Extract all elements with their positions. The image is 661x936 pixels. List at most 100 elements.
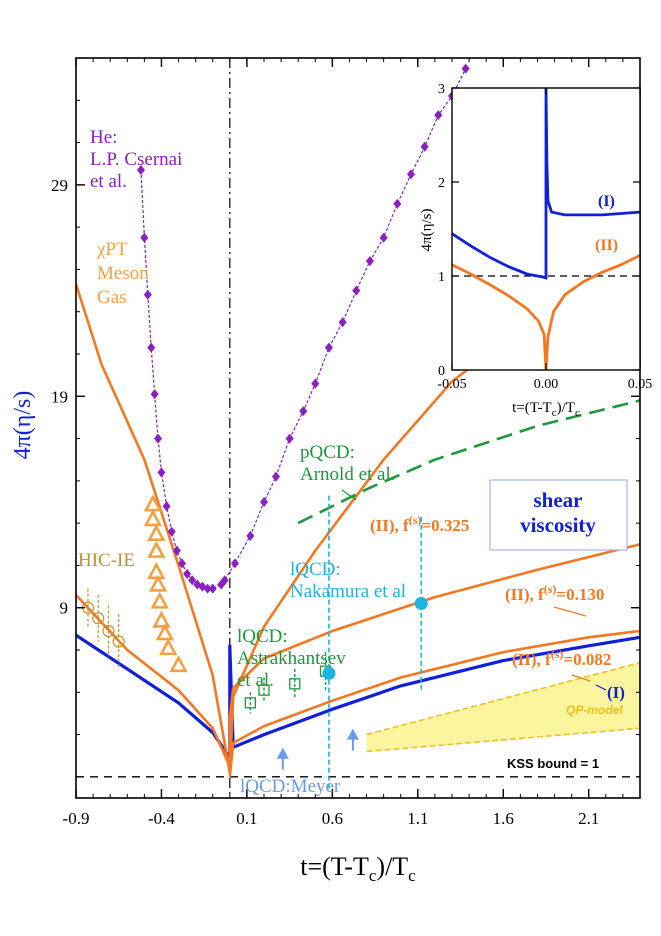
inset-x-label: t=(T-Tc)/Tc <box>512 400 580 419</box>
he-point <box>167 526 176 537</box>
chipt-point <box>150 591 169 609</box>
x-tick-label: 1.1 <box>407 809 428 828</box>
f130-pointer <box>553 606 587 617</box>
inset-y-label: 4π(η/s) <box>419 209 435 252</box>
y-tick-label: 9 <box>60 599 69 618</box>
x-tick-label: 1.6 <box>493 809 514 828</box>
inset-x-label-part: )/T <box>557 400 575 416</box>
nakamura-label: lQCD: <box>290 559 341 580</box>
he-point <box>136 165 145 176</box>
f082-label-part: (s) <box>551 647 564 661</box>
series-line-II-325 <box>76 240 640 774</box>
meyer-label: lQCD:Meyer <box>240 776 341 797</box>
inset-x-tick-label: 0.00 <box>534 377 559 392</box>
qp-model-band <box>366 662 640 752</box>
f082-label: (II), f(s)=0.082 <box>512 647 611 669</box>
he-point <box>338 317 347 328</box>
chipt-point <box>155 623 175 641</box>
qp-lower-line <box>366 727 640 753</box>
inset-plot <box>451 87 641 371</box>
shear-label: shear <box>534 488 583 512</box>
he-point <box>154 433 163 444</box>
astra-label: et al. <box>237 670 274 691</box>
f325-label-part: (II), f <box>370 516 409 535</box>
x-tick-label: 0.1 <box>236 809 257 828</box>
he-point <box>208 583 217 594</box>
f082-label-part: =0.082 <box>563 650 611 669</box>
he-point <box>143 289 152 300</box>
he-point <box>260 497 268 507</box>
inset-x-tick-label: 0.05 <box>628 377 653 392</box>
chipt-point <box>147 540 166 558</box>
f130-label-part: =0.130 <box>556 585 604 604</box>
nakamura-point <box>322 666 336 680</box>
inset-series-I <box>452 88 640 280</box>
series-I-label: (I) <box>607 683 625 702</box>
x-tick-label: -0.9 <box>63 809 90 828</box>
hic-point <box>112 635 125 648</box>
astra-label: Astrakhantsev <box>237 648 346 669</box>
astra-label: lQCD: <box>237 626 288 647</box>
he-point <box>157 467 166 478</box>
qp-label: QP-model <box>566 703 623 717</box>
he-point <box>147 342 156 353</box>
inset-y-tick-label: 2 <box>438 176 445 191</box>
he-point <box>188 575 197 586</box>
he-point <box>406 169 415 180</box>
kss-label: KSS bound = 1 <box>507 756 599 771</box>
astra-point <box>289 678 301 690</box>
series-line-II-130 <box>76 543 640 768</box>
inset-y-tick-label: 0 <box>438 364 445 379</box>
chipt-point <box>143 509 163 527</box>
y-tick-label: 19 <box>51 387 68 406</box>
f130-label-part: (s) <box>544 582 557 596</box>
x-axis-label-part: c <box>369 866 377 885</box>
f082-label-part: (II), f <box>512 650 551 669</box>
chipt-point <box>169 655 188 673</box>
qp-upper-line <box>366 661 640 736</box>
he-point <box>150 389 159 400</box>
x-tick-label: 0.6 <box>322 809 343 828</box>
inset-x-label-part: c <box>575 407 580 419</box>
meyer-arrow <box>346 728 359 740</box>
chipt-label: χPT <box>96 239 128 260</box>
nakamura-point <box>414 596 428 610</box>
he-point <box>352 285 361 296</box>
chipt-label: Gas <box>97 287 127 308</box>
pqcd-label: Arnold et al. <box>300 464 396 485</box>
he-point <box>324 342 333 353</box>
astra-point <box>244 697 256 709</box>
series-I-pointer <box>595 684 607 691</box>
f130-label-part: (II), f <box>505 585 544 604</box>
x-tick-label: 2.1 <box>578 809 599 828</box>
hic-point <box>102 624 115 638</box>
he-label: He: <box>90 127 117 148</box>
astra-point <box>258 684 270 696</box>
he-point <box>230 558 239 569</box>
chipt-point <box>147 523 166 542</box>
meyer-arrow <box>276 747 289 759</box>
he-point <box>434 110 443 121</box>
hic-label: HIC-IE <box>78 550 135 571</box>
x-axis-label-part: t=(T-T <box>300 852 369 881</box>
inset-clip-group <box>452 88 640 370</box>
he-point <box>140 232 149 243</box>
y-tick-label: 29 <box>51 176 68 195</box>
he-point <box>183 568 192 579</box>
he-label: et al. <box>90 171 127 192</box>
he-point <box>172 545 181 556</box>
inset-label-I: (I) <box>598 193 615 210</box>
he-point <box>379 232 388 243</box>
f130-label: (II), f(s)=0.130 <box>505 582 604 604</box>
inset-series-II <box>452 254 640 370</box>
he-point <box>299 406 308 417</box>
f325-label: (II), f(s)=0.325 <box>370 513 469 535</box>
he-point <box>162 501 171 512</box>
he-point <box>461 63 470 74</box>
inset-label-II: (II) <box>595 237 618 254</box>
he-point <box>420 141 429 152</box>
he-point <box>285 433 294 444</box>
f325-label-part: (s) <box>409 513 422 527</box>
chipt-point <box>152 610 171 628</box>
